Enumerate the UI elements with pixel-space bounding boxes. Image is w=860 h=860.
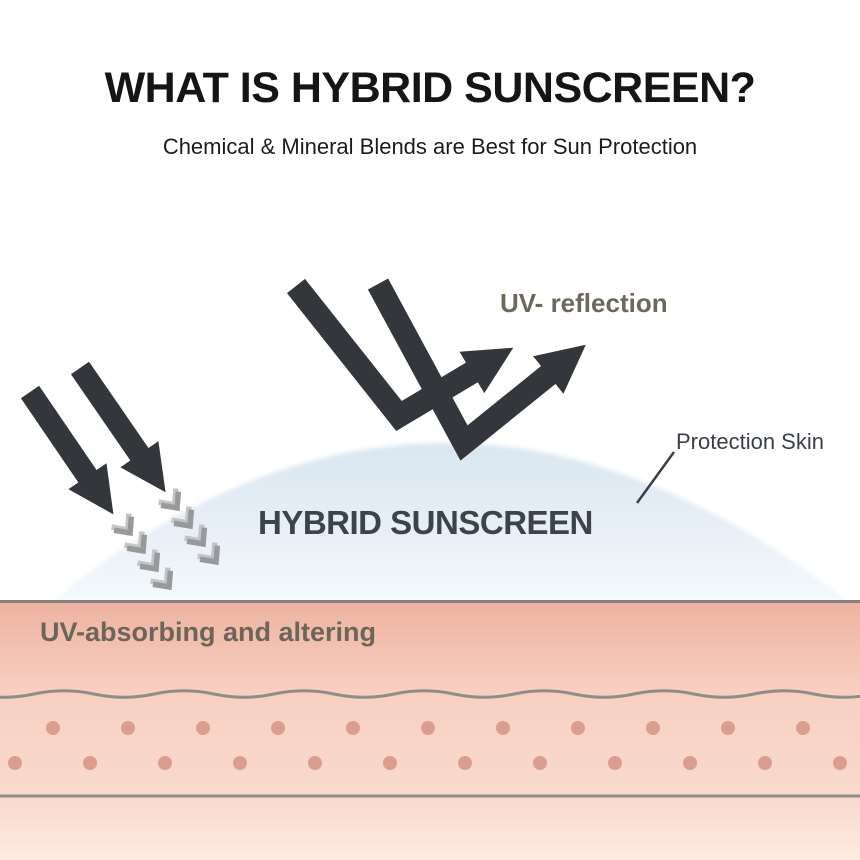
uv-reflection-label: UV- reflection	[500, 288, 668, 318]
uv-incoming-arrows-icon	[20, 361, 166, 515]
absorb-chevrons-icon	[111, 488, 221, 591]
skin-cell-dots	[8, 721, 847, 770]
uv-reflection-arrows-icon	[286, 278, 586, 461]
skin-layers	[0, 600, 860, 860]
sunscreen-dome-shape	[52, 443, 848, 601]
protection-skin-pointer-line	[635, 451, 676, 504]
page-subtitle: Chemical & Mineral Blends are Best for S…	[162, 134, 698, 159]
page-title: WHAT IS HYBRID SUNSCREEN?	[104, 64, 756, 112]
protection-skin-label: Protection Skin	[676, 429, 824, 454]
uv-absorbing-label: UV-absorbing and altering	[40, 617, 377, 647]
hybrid-sunscreen-label: HYBRID SUNSCREEN	[258, 504, 593, 541]
skin-wavy-line	[0, 689, 860, 699]
